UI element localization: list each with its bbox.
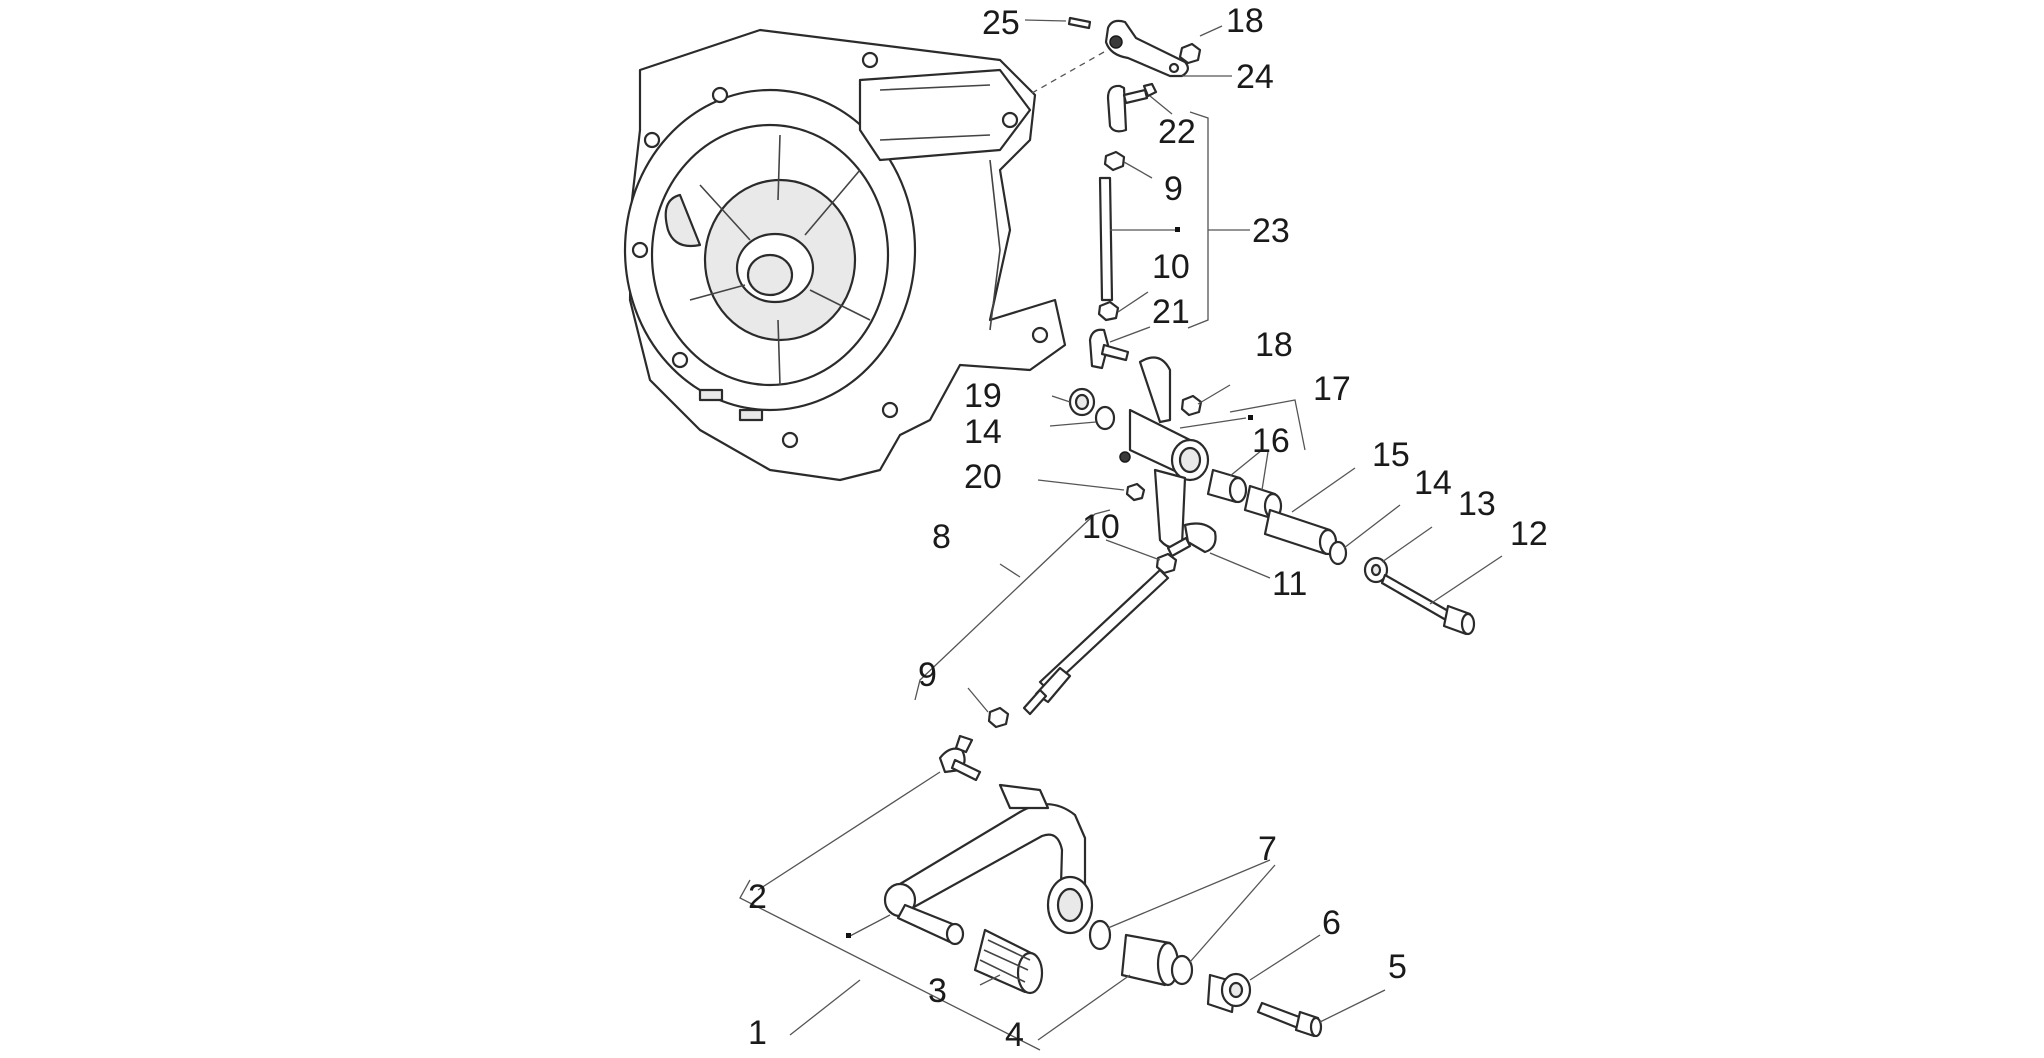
label-14-right: 14 [1414,464,1452,502]
ball-joint-part [1088,328,1130,370]
foot-rubber-part [973,928,1044,995]
nut-part [1180,394,1203,417]
label-10-lower: 10 [1082,508,1120,546]
label-1: 1 [748,1014,767,1052]
o-ring-part [1170,954,1194,986]
pin-part [1067,16,1092,30]
label-10-upper: 10 [1152,248,1190,286]
label-6: 6 [1322,904,1341,942]
shift-lever-part [1119,356,1210,549]
upper-lever-part [1104,19,1189,78]
label-19: 19 [964,377,1002,415]
bush-part [1120,933,1180,987]
label-7: 7 [1258,830,1277,868]
label-21: 21 [1152,293,1190,331]
label-2: 2 [748,878,767,916]
bolt-part [1256,1001,1323,1038]
nut-part [1178,42,1202,65]
label-9-lower: 9 [918,656,937,694]
nut-part [1097,300,1120,322]
label-13: 13 [1458,485,1496,523]
label-3: 3 [928,972,947,1010]
label-12: 12 [1510,515,1548,553]
nut-part [1125,482,1146,502]
leader-lines [739,19,1503,1051]
spacer-part [1263,508,1338,556]
label-4: 4 [1005,1016,1024,1054]
label-22: 22 [1158,113,1196,151]
label-9-upper: 9 [1164,170,1183,208]
ball-joint-part [1166,522,1217,558]
washer-part [1328,540,1348,566]
pedal-lever-part [883,783,1094,946]
washer-part [1363,556,1389,584]
ball-joint-part [938,734,982,782]
label-17: 17 [1313,370,1351,408]
label-8: 8 [932,518,951,556]
washer-part [1094,405,1116,431]
label-23: 23 [1252,212,1290,250]
nut-part [987,706,1010,729]
label-16: 16 [1252,422,1290,460]
label-15: 15 [1372,436,1410,474]
spacer-part [1206,972,1252,1014]
rod-part [1022,568,1170,716]
label-11: 11 [1272,565,1307,603]
part-number-labels: 25 18 24 22 9 23 10 21 18 17 19 14 16 15… [748,2,1548,1054]
bush-part [1068,387,1096,417]
label-24: 24 [1236,58,1274,96]
nut-part [1103,150,1126,172]
rod-part [1098,176,1114,302]
gearbox-housing [623,28,1067,482]
label-25: 25 [982,4,1020,42]
label-5: 5 [1388,948,1407,986]
ball-joint-part [1106,82,1158,133]
o-ring-part [1088,919,1112,951]
nut-part [1155,552,1178,575]
label-18-top: 18 [1226,2,1264,40]
label-18-mid: 18 [1255,326,1293,364]
label-20: 20 [964,458,1002,496]
bolt-part [1380,573,1476,636]
label-14-left: 14 [964,413,1002,451]
